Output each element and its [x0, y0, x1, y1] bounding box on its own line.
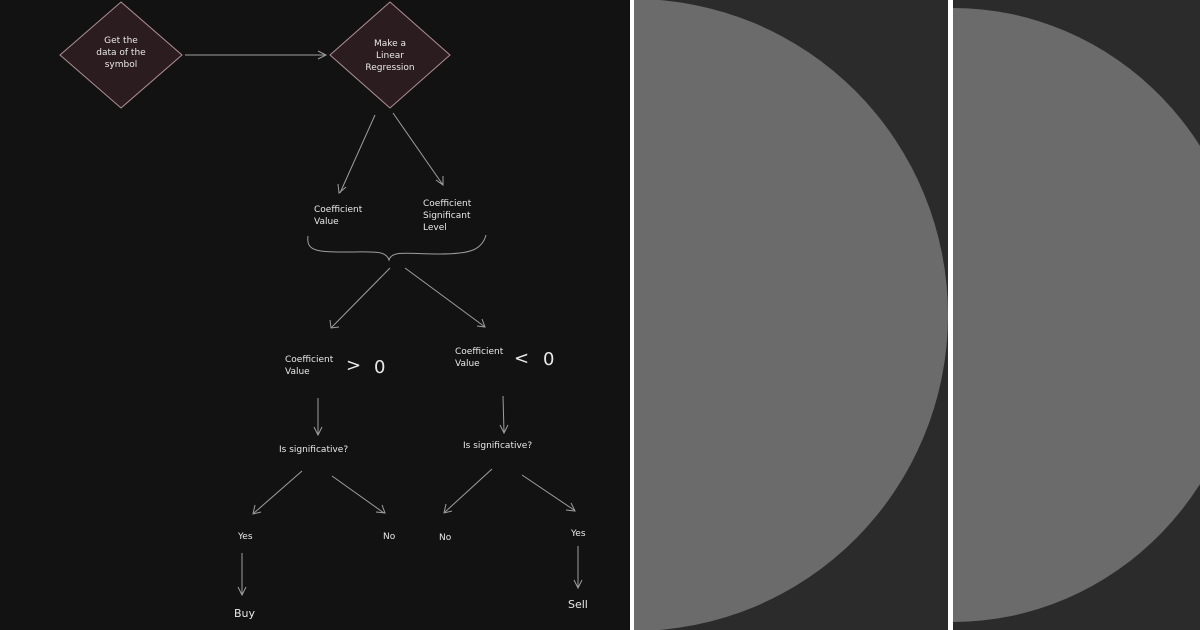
curly-brace [307, 234, 487, 262]
left-no-label: No [383, 532, 396, 542]
arrowhead [499, 424, 509, 435]
get-data-label: Get the data of the symbol [96, 36, 146, 70]
left-condition-label: Coefficient Value [285, 355, 334, 377]
edge-brace-to-left-condition [330, 267, 391, 329]
greater-than-symbol: > [346, 355, 362, 376]
arrowhead [375, 504, 386, 514]
less-than-symbol: < [514, 348, 530, 369]
half-circle-shape [953, 8, 1200, 622]
right-no-label: No [439, 533, 452, 543]
edge-left-sig-to-yes [253, 470, 303, 514]
edge-right-condition-to-sig [502, 395, 505, 433]
arrowhead [476, 318, 486, 328]
right-zero: 0 [543, 349, 555, 370]
left-zero: 0 [374, 357, 386, 378]
right-condition-label: Coefficient Value [455, 347, 504, 369]
right-yes-label: Yes [571, 529, 586, 539]
arrowhead [573, 579, 583, 590]
coef-sig-level-label: Coefficient Significant Level [423, 199, 472, 233]
edge-left-sig-to-no [331, 475, 385, 514]
coef-value-label: Coefficient Value [314, 205, 363, 227]
buy-outcome: Buy [234, 607, 256, 620]
regression-diamond [329, 1, 451, 109]
arrowhead [252, 504, 262, 515]
left-yes-label: Yes [238, 532, 253, 542]
placeholder-panel-2 [634, 0, 948, 630]
edge-regression-to-coef-sig [392, 112, 444, 186]
sell-outcome: Sell [568, 598, 588, 611]
edge-brace-to-right-condition [404, 267, 486, 328]
edge-regression-to-coef-value [339, 114, 376, 194]
arrowhead [237, 586, 247, 597]
half-circle-shape [634, 0, 948, 630]
arrowhead [565, 502, 576, 512]
placeholder-panel-3 [953, 0, 1200, 630]
right-significative-question: Is significative? [463, 441, 533, 451]
left-significative-question: Is significative? [279, 445, 349, 455]
arrowhead [337, 183, 347, 194]
arrowhead [443, 503, 453, 514]
flowchart-canvas [59, 1, 583, 597]
edge-right-sig-to-yes [521, 474, 575, 511]
arrowhead [435, 176, 444, 186]
get-data-diamond [59, 1, 183, 109]
flowchart-panel: Get the data of the symbol Make a Linear… [0, 0, 630, 630]
arrowhead [313, 426, 323, 437]
make-regression-label: Make a Linear Regression [365, 39, 415, 73]
edge-right-sig-to-no [444, 468, 493, 513]
arrowhead [317, 50, 328, 60]
arrowhead [329, 319, 340, 329]
